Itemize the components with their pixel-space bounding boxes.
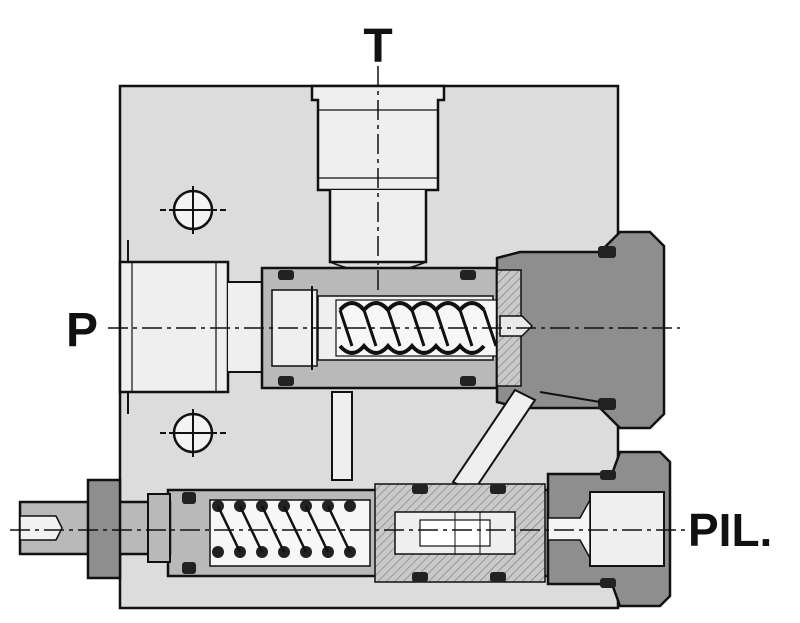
center-lines <box>10 66 690 531</box>
adjustment-screw <box>18 478 172 580</box>
pressure-port-bore <box>118 240 263 414</box>
port-label-pil: PIL. <box>688 504 772 556</box>
port-label-t: T <box>363 20 392 73</box>
mounting-hole-lower <box>160 409 226 457</box>
pilot-port-fitting <box>546 450 672 608</box>
mounting-hole-upper <box>160 186 226 234</box>
pilot-cartridge <box>166 483 550 583</box>
port-label-p: P <box>66 304 98 357</box>
lower-spring <box>212 500 356 558</box>
